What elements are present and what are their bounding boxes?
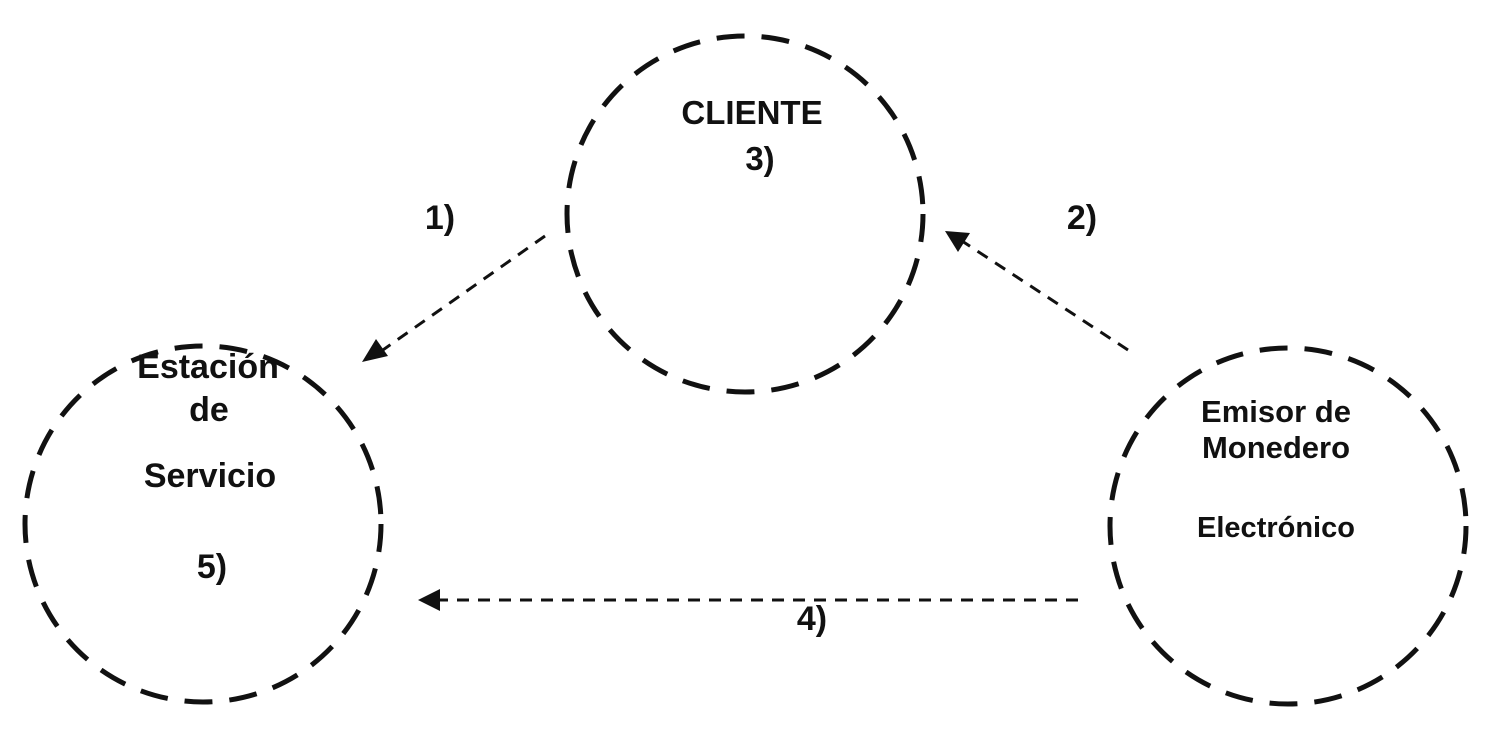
edge-2-line bbox=[961, 239, 1129, 352]
edge-1-line bbox=[379, 234, 546, 354]
edge-4-label: 4) bbox=[797, 600, 827, 638]
emisor-label-line2: Monedero bbox=[1202, 430, 1350, 465]
cliente-circle bbox=[564, 33, 926, 395]
edge-4-emisor-to-estacion: 4) bbox=[418, 589, 1078, 638]
estacion-circle bbox=[22, 343, 384, 705]
estacion-step: 5) bbox=[197, 548, 227, 586]
edge-4-arrowhead bbox=[418, 589, 440, 611]
edge-1-cliente-to-estacion: 1) bbox=[362, 199, 546, 362]
edge-1-arrowhead bbox=[362, 339, 388, 362]
edge-2-emisor-to-cliente: 2) bbox=[945, 199, 1129, 352]
edge-2-arrowhead bbox=[945, 231, 970, 252]
estacion-label-line1: Estación bbox=[137, 348, 279, 386]
emisor-circle bbox=[1107, 345, 1469, 707]
cliente-title: CLIENTE bbox=[681, 94, 822, 131]
emisor-label-line1: Emisor de bbox=[1201, 394, 1351, 429]
cliente-step: 3) bbox=[745, 140, 774, 177]
estacion-label-line3: Servicio bbox=[144, 457, 276, 495]
edge-2-label: 2) bbox=[1067, 199, 1097, 237]
node-estacion-de-servicio: Estación de Servicio 5) bbox=[22, 343, 384, 705]
emisor-label-line3: Electrónico bbox=[1197, 512, 1355, 544]
node-cliente: CLIENTE 3) bbox=[564, 33, 926, 395]
node-emisor-monedero: Emisor de Monedero Electrónico bbox=[1107, 345, 1469, 707]
edge-1-label: 1) bbox=[425, 199, 455, 237]
estacion-label-line2: de bbox=[189, 391, 229, 429]
